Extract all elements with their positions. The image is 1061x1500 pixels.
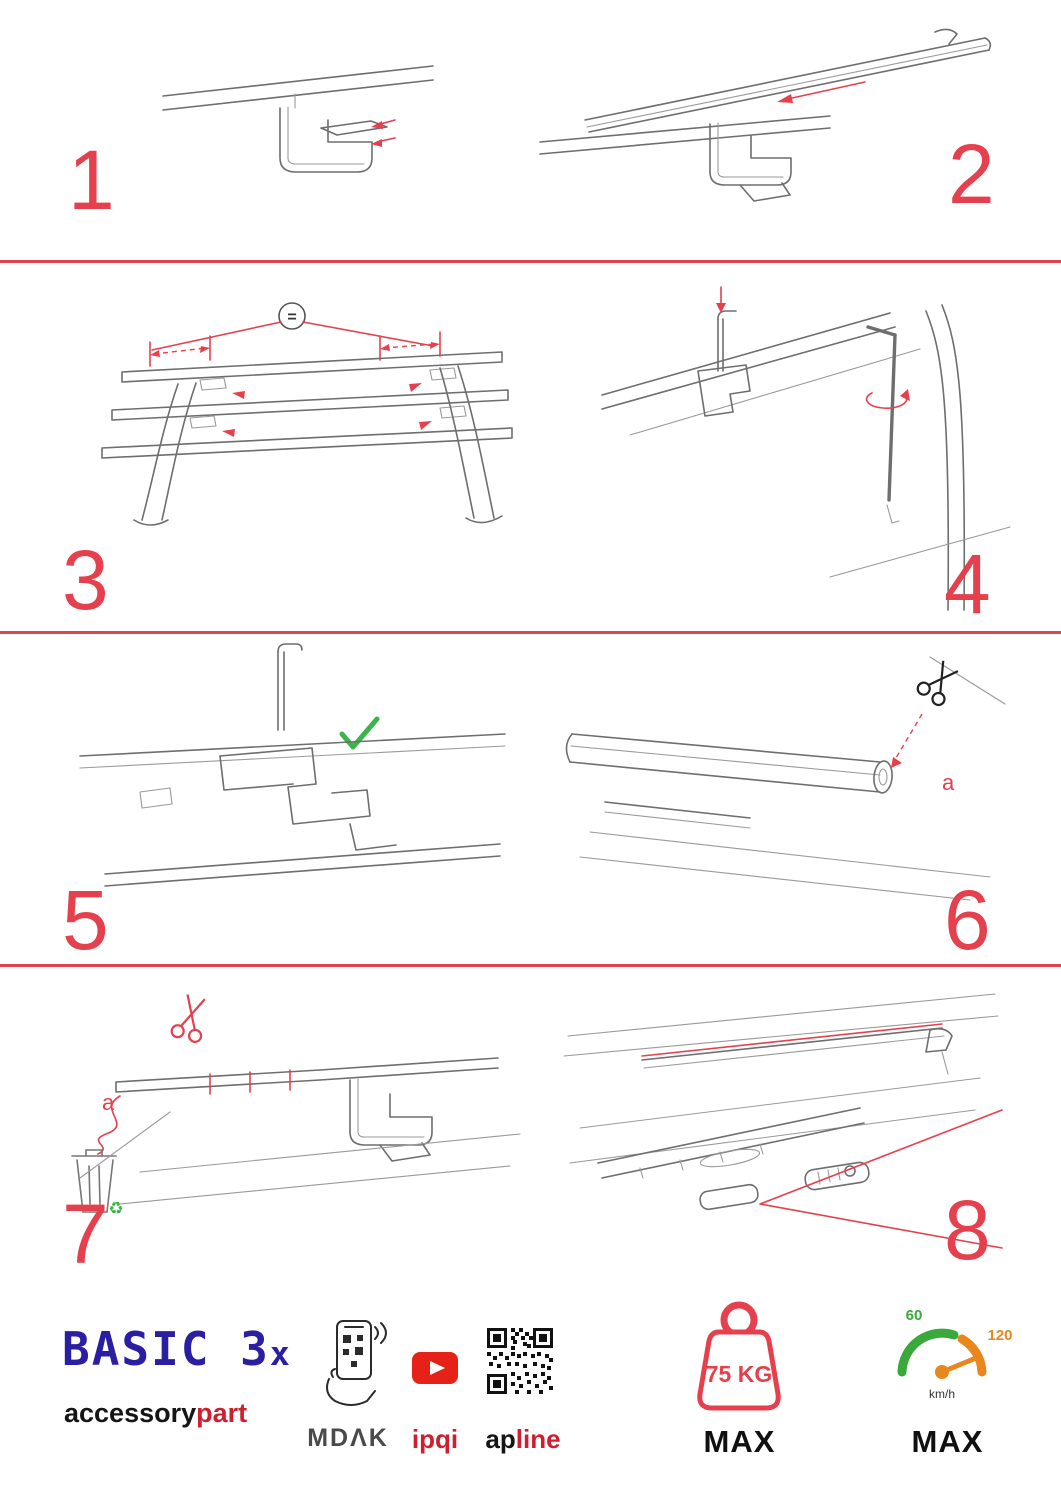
speed-60-label: 60 bbox=[906, 1307, 923, 1324]
trash-bin-icon bbox=[71, 1149, 117, 1213]
discard-strip-line bbox=[97, 1095, 121, 1155]
speed-max-label: MAX bbox=[911, 1424, 984, 1459]
speed-120-label: 120 bbox=[987, 1327, 1012, 1344]
speed-unit-label: km/h bbox=[929, 1387, 955, 1401]
accessorypart-logo: accessorypart bbox=[64, 1398, 248, 1428]
strip-a-label: a bbox=[942, 770, 955, 795]
max-weight-icon: 75 KG bbox=[672, 1296, 807, 1418]
step-4-number: 4 bbox=[944, 537, 991, 631]
step-8-illustration bbox=[550, 978, 1015, 1276]
step-1-illustration bbox=[145, 50, 445, 240]
youtube-icon bbox=[412, 1352, 458, 1384]
step-2-illustration bbox=[515, 20, 1000, 230]
alignment-line bbox=[641, 1023, 943, 1057]
section-divider-3 bbox=[0, 964, 1061, 967]
step-6-illustration: a bbox=[550, 642, 1015, 912]
check-icon bbox=[339, 716, 380, 750]
brand-name: BASIC 3 bbox=[62, 1322, 270, 1376]
weight-value: 75 KG bbox=[706, 1361, 772, 1387]
step-3-illustration: = bbox=[50, 280, 535, 550]
brand-suffix: x bbox=[269, 1334, 290, 1373]
step-5-illustration bbox=[50, 638, 525, 910]
weight-max-label: MAX bbox=[703, 1424, 776, 1459]
step-4-illustration bbox=[590, 275, 1015, 625]
mdak-logo: MDΛK bbox=[307, 1424, 389, 1452]
scissors-icon bbox=[916, 660, 959, 707]
step-8-number: 8 bbox=[944, 1183, 991, 1277]
section-divider-2 bbox=[0, 631, 1061, 634]
apline-logo: apline bbox=[485, 1424, 561, 1454]
rotate-key-arrow bbox=[865, 392, 908, 409]
pointer-lines bbox=[759, 1109, 1003, 1249]
phone-scan-icon bbox=[315, 1315, 390, 1407]
step-3-number: 3 bbox=[62, 533, 109, 627]
step-5-number: 5 bbox=[62, 873, 109, 967]
speedometer-icon: 60 120 km/h bbox=[872, 1294, 1022, 1414]
cut-marks bbox=[209, 1069, 291, 1095]
step-7-number: 7 bbox=[62, 1187, 109, 1281]
section-divider-1 bbox=[0, 260, 1061, 263]
step-7-illustration: a ♻ bbox=[50, 982, 535, 1240]
recycle-icon: ♻ bbox=[108, 1199, 123, 1218]
t-slot-adapters bbox=[699, 1161, 870, 1211]
brand-logo: BASIC 3x bbox=[62, 1322, 290, 1376]
slide-direction-arrow bbox=[782, 81, 866, 101]
red-scissors-icon bbox=[170, 994, 206, 1043]
ipqi-logo: ipqi bbox=[411, 1424, 459, 1454]
step-1-number: 1 bbox=[68, 133, 115, 227]
step-6-number: 6 bbox=[944, 873, 991, 967]
qr-code-icon bbox=[487, 1328, 553, 1394]
cut-guide-line bbox=[895, 713, 923, 759]
step-2-number: 2 bbox=[948, 127, 995, 221]
equal-spacing-label: = bbox=[287, 309, 296, 326]
